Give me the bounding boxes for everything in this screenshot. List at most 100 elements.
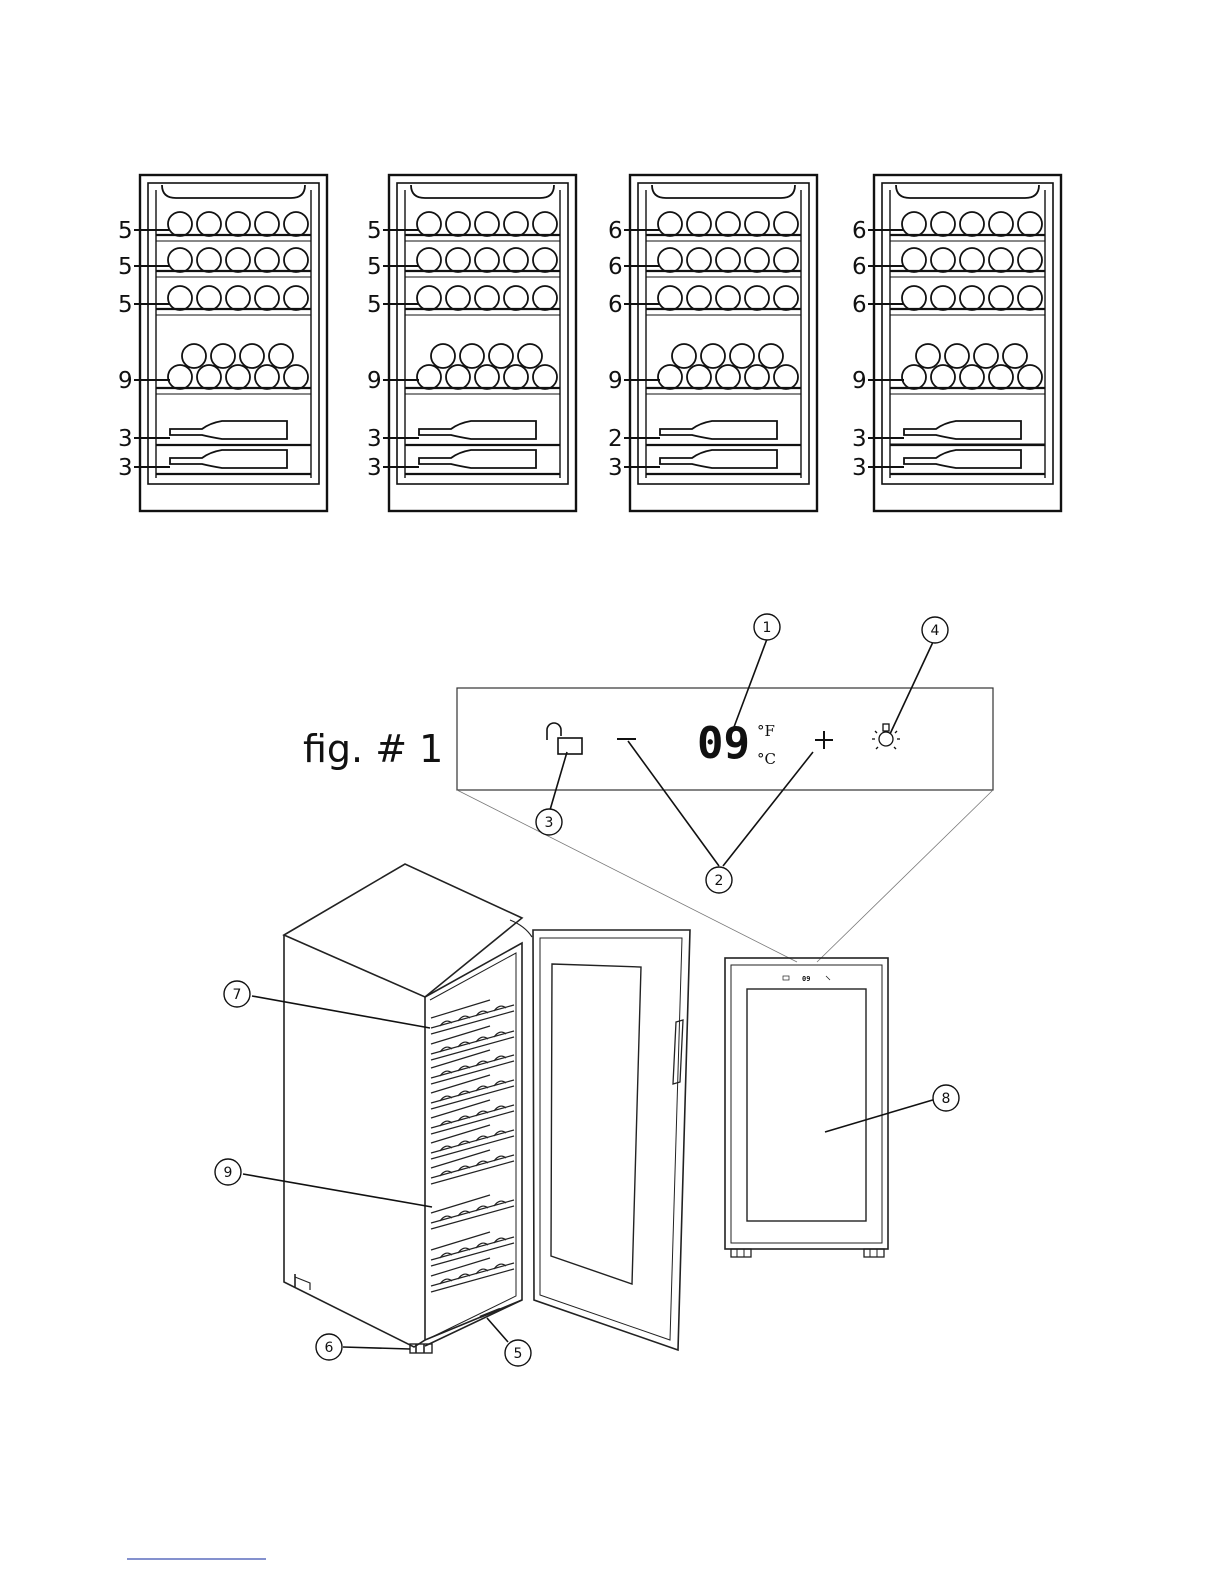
callout-number: 5 bbox=[514, 1346, 523, 1362]
bottle-end bbox=[446, 212, 470, 236]
bottle-end bbox=[284, 365, 308, 389]
bottle-end bbox=[960, 365, 984, 389]
bottle-count-label: 9 bbox=[118, 368, 133, 394]
bottle-end bbox=[716, 248, 740, 272]
shelf-6: 3 bbox=[852, 450, 1045, 481]
callout-top-shelf: 7 bbox=[224, 981, 250, 1007]
bottle-side bbox=[904, 450, 1021, 468]
bottle-count-label: 6 bbox=[608, 218, 623, 244]
shelf-4: 9 bbox=[118, 344, 311, 394]
lock-icon[interactable] bbox=[547, 723, 582, 754]
bottle-end bbox=[960, 286, 984, 310]
light-bulb-icon[interactable] bbox=[872, 724, 900, 749]
bottle-end bbox=[417, 248, 441, 272]
bottle-end bbox=[255, 212, 279, 236]
shelf-3: 6 bbox=[608, 286, 801, 318]
bottle-end bbox=[716, 212, 740, 236]
bottle-end bbox=[989, 248, 1013, 272]
bottle-end bbox=[716, 286, 740, 310]
bottle-end bbox=[745, 286, 769, 310]
bottle-end bbox=[730, 344, 754, 368]
front-cabinet bbox=[725, 958, 888, 1257]
bottle-end bbox=[533, 212, 557, 236]
shelf-2: 6 bbox=[608, 248, 801, 280]
bottle-end bbox=[774, 286, 798, 310]
bottle-count-label: 3 bbox=[852, 455, 867, 481]
bottle-count-label: 5 bbox=[367, 292, 382, 318]
bottle-end bbox=[417, 365, 441, 389]
bottle-count-label: 6 bbox=[852, 292, 867, 318]
wine-rack-9 bbox=[431, 1232, 514, 1266]
bottle-count-label: 6 bbox=[852, 218, 867, 244]
bottle-end bbox=[902, 286, 926, 310]
wine-rack-3 bbox=[431, 1050, 514, 1084]
bottle-end bbox=[417, 286, 441, 310]
bottle-end bbox=[672, 344, 696, 368]
control-panel: fig. # 1 09 °F °C bbox=[303, 639, 993, 962]
top-handle bbox=[162, 185, 305, 198]
shelf-5: 3 bbox=[367, 421, 560, 452]
bottle-end bbox=[533, 365, 557, 389]
shelf-4: 9 bbox=[367, 344, 560, 394]
callout-number: 2 bbox=[715, 873, 724, 889]
callout-glass-door: 8 bbox=[933, 1085, 959, 1111]
bottle-count-label: 9 bbox=[367, 368, 382, 394]
wine-racks bbox=[431, 1000, 514, 1292]
callout-lock: 3 bbox=[536, 809, 562, 835]
bottle-side bbox=[419, 450, 536, 468]
bottle-end bbox=[687, 248, 711, 272]
bottle-end bbox=[197, 286, 221, 310]
bottle-side bbox=[904, 421, 1021, 439]
bottle-count-label: 5 bbox=[118, 254, 133, 280]
bottle-end bbox=[989, 365, 1013, 389]
shelf-6: 3 bbox=[608, 450, 801, 481]
shelf-2: 5 bbox=[367, 248, 560, 280]
bottle-end bbox=[533, 286, 557, 310]
bottle-end bbox=[475, 286, 499, 310]
bottle-end bbox=[504, 212, 528, 236]
figure-label: fig. # 1 bbox=[303, 727, 443, 771]
bottle-end bbox=[168, 286, 192, 310]
callout-number: 9 bbox=[224, 1165, 233, 1181]
bottle-end bbox=[658, 248, 682, 272]
bottle-end bbox=[475, 212, 499, 236]
bottle-end bbox=[745, 248, 769, 272]
bottle-end bbox=[504, 248, 528, 272]
bottle-end bbox=[1018, 248, 1042, 272]
unit-fahrenheit: °F bbox=[757, 722, 775, 740]
shelf-2: 6 bbox=[852, 248, 1045, 280]
callout-number: 3 bbox=[545, 815, 554, 831]
callout-number: 6 bbox=[325, 1340, 334, 1356]
bottle-count-label: 9 bbox=[852, 368, 867, 394]
bottle-side bbox=[170, 421, 287, 439]
bottle-end bbox=[989, 286, 1013, 310]
bottle-end bbox=[417, 212, 441, 236]
bottle-end bbox=[960, 248, 984, 272]
bottle-end bbox=[931, 365, 955, 389]
plus-icon[interactable] bbox=[815, 731, 833, 749]
bottle-end bbox=[226, 212, 250, 236]
bottle-end bbox=[1003, 344, 1027, 368]
cabinet-config-3: 666923 bbox=[608, 175, 817, 511]
bottle-end bbox=[255, 248, 279, 272]
bottle-end bbox=[716, 365, 740, 389]
shelf-1: 5 bbox=[367, 212, 560, 244]
bottle-end bbox=[902, 248, 926, 272]
bottle-end bbox=[269, 344, 293, 368]
callout-bottom: 5 bbox=[505, 1340, 531, 1366]
mini-display: 09 bbox=[802, 975, 810, 983]
top-handle bbox=[652, 185, 795, 198]
bottle-side bbox=[170, 450, 287, 468]
bottle-end bbox=[446, 365, 470, 389]
bottle-count-label: 6 bbox=[608, 254, 623, 280]
bottle-end bbox=[1018, 365, 1042, 389]
bottle-end bbox=[255, 365, 279, 389]
bottle-end bbox=[168, 212, 192, 236]
bottle-end bbox=[446, 286, 470, 310]
bottle-end bbox=[1018, 212, 1042, 236]
shelf-3: 5 bbox=[367, 286, 560, 318]
bottle-end bbox=[931, 248, 955, 272]
bottle-end bbox=[284, 212, 308, 236]
bottle-end bbox=[168, 248, 192, 272]
cabinet-config-4: 666933 bbox=[852, 175, 1061, 511]
